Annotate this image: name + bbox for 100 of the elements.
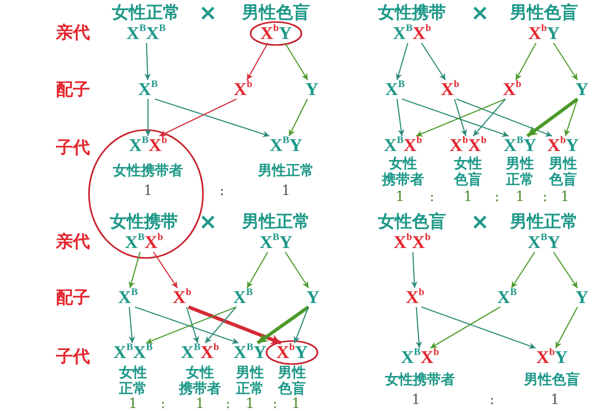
genotype-label: X$^{b}$: [502, 81, 522, 98]
phenotype-heading: 女性携带: [110, 212, 178, 232]
generation-label: 子代: [56, 138, 90, 158]
phenotype-heading: 男性正常: [242, 212, 310, 232]
ratio-value: 1: [196, 397, 204, 411]
ratio-value: 1: [144, 184, 152, 198]
genotype-label: Y: [576, 289, 588, 306]
generation-label: 子代: [56, 347, 90, 367]
arrow: [515, 42, 536, 80]
arrow: [416, 98, 506, 137]
arrow: [553, 42, 578, 80]
genotype-label: X$^{b}$Y: [536, 349, 568, 366]
genotype-label: X$^{B}$X$^{b}$: [128, 137, 168, 154]
arrow: [204, 306, 237, 344]
genotype-label: X$^{B}$X$^{B}$: [113, 344, 153, 361]
arrow: [553, 252, 578, 288]
phenotype-heading: 女性正常: [112, 3, 180, 23]
genotype-label: X$^{b}$: [234, 81, 252, 98]
ratio-separator: :: [430, 190, 434, 204]
arrow: [128, 252, 141, 288]
ratio-separator: :: [490, 393, 494, 407]
genotype-label: X$^{B}$X$^{b}$: [180, 344, 220, 361]
arrow: [144, 99, 152, 136]
ratio-separator: :: [542, 190, 548, 204]
genotype-label: X$^{B}$X$^{b}$: [384, 137, 422, 154]
phenotype-label: 女性色盲: [454, 156, 482, 188]
genotype-label: X$^{B}$: [233, 289, 253, 306]
arrow: [246, 42, 268, 80]
genotype-label: Y: [306, 81, 318, 98]
genotype-label: X$^{B}$Y: [528, 234, 560, 251]
phenotype-label: 女性正常: [119, 365, 147, 397]
cross-symbol: ×: [470, 3, 490, 25]
arrow: [454, 98, 467, 136]
genotype-label: X$^{b}$Y: [276, 344, 308, 361]
phenotype-label: 女性携带者: [385, 372, 455, 388]
arrow: [411, 252, 418, 288]
phenotype-label: 男性色盲: [278, 365, 306, 397]
arrow: [510, 252, 536, 288]
ratio-value: 1: [396, 190, 404, 204]
genotype-label: Y: [306, 289, 320, 306]
genotype-label: X$^{B}$: [118, 289, 138, 306]
arrow: [153, 252, 178, 288]
genotype-label: X$^{B}$Y: [260, 234, 292, 251]
arrow: [288, 98, 308, 136]
genotype-label: X$^{B}$: [138, 81, 158, 98]
ratio-value: 1: [550, 393, 560, 407]
phenotype-label: 男性色盲: [549, 156, 577, 188]
phenotype-label: 女性携带者: [382, 156, 424, 188]
genotype-label: X$^{B}$Y: [504, 137, 536, 154]
arrow: [555, 306, 578, 348]
arrow: [430, 306, 500, 348]
generation-label: 配子: [56, 288, 90, 308]
phenotype-label: 男性正常: [258, 163, 314, 179]
arrow: [402, 98, 509, 137]
arrow: [188, 305, 282, 345]
generation-label: 配子: [56, 80, 90, 100]
arrow: [154, 98, 270, 138]
phenotype-label: 女性携带者: [179, 365, 221, 397]
ratio-value: 1: [292, 397, 300, 411]
genotype-label: X$^{b}$: [406, 289, 424, 306]
phenotype-label: 男性正常: [506, 156, 534, 188]
arrow: [256, 306, 310, 344]
ratio-value: 1: [282, 184, 290, 198]
phenotype-label: 男性色盲: [524, 372, 580, 388]
cross-symbol: ×: [198, 3, 218, 25]
phenotype-heading: 女性携带: [378, 3, 446, 23]
genotype-label: X$^{B}$: [385, 81, 405, 98]
arrow: [456, 98, 552, 137]
ratio-value: 1: [412, 393, 420, 407]
genotype-label: X$^{B}$X$^{b}$: [124, 234, 164, 251]
genotype-label: X$^{b}$X$^{b}$: [393, 234, 431, 251]
phenotype-heading: 男性正常: [510, 212, 578, 232]
phenotype-heading: 男性色盲: [510, 3, 578, 23]
genotype-label: X$^{b}$Y: [547, 137, 579, 154]
phenotype-heading: 男性色盲: [242, 3, 310, 23]
arrow: [128, 306, 136, 344]
generation-label: 亲代: [56, 232, 90, 252]
genotype-label: Y: [576, 81, 588, 98]
ratio-value: 1: [464, 190, 472, 204]
arrow: [246, 252, 268, 288]
arrow: [396, 98, 404, 136]
ratio-separator: :: [220, 184, 224, 198]
cross-symbol: ×: [470, 212, 490, 234]
arrow: [472, 98, 506, 136]
phenotype-label: 女性携带者: [113, 163, 183, 179]
ratio-value: 1: [516, 190, 524, 204]
arrow: [284, 252, 310, 288]
arrow: [144, 42, 151, 80]
arrow: [284, 42, 308, 80]
ratio-value: 1: [246, 397, 254, 411]
phenotype-label: 男性正常: [236, 365, 264, 397]
ratio-value: 1: [128, 397, 138, 411]
arrow: [159, 98, 237, 136]
ratio-value: 1: [560, 190, 570, 204]
arrow: [186, 306, 199, 344]
genotype-label: X$^{B}$X$^{b}$: [392, 25, 432, 42]
arrow: [564, 98, 578, 136]
genotype-label: X$^{b}$: [440, 81, 460, 98]
genotype-label: X$^{B}$Y: [270, 137, 302, 154]
arrow: [294, 306, 309, 344]
